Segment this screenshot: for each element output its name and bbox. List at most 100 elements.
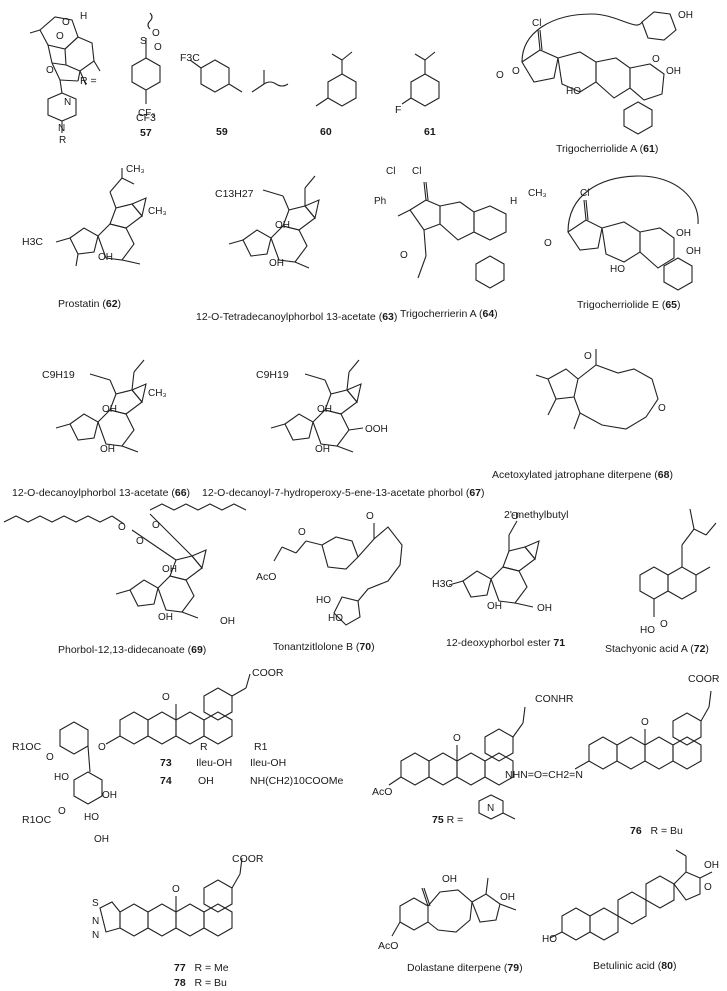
compound-name-67: 12-O-decanoyl-7-hydroperoxy-5-ene-13-ace… <box>202 487 485 499</box>
structure-76: O <box>574 690 712 770</box>
svg-text:O: O <box>172 884 180 895</box>
structure-58 <box>189 59 289 93</box>
coor-label-73: COOR <box>252 667 284 679</box>
svg-text:OH: OH <box>102 790 117 801</box>
svg-text:OOH: OOH <box>365 424 388 435</box>
svg-text:OH: OH <box>158 612 173 623</box>
svg-text:O: O <box>58 806 66 817</box>
r-equals-label: R = <box>80 75 97 87</box>
svg-text:O: O <box>512 66 520 77</box>
svg-text:Cl: Cl <box>386 166 395 177</box>
h3c-label-62: H3C <box>22 236 44 248</box>
svg-text:Cl: Cl <box>580 188 589 199</box>
svg-text:OH: OH <box>162 564 177 575</box>
structure-57: SOO CF₃ <box>131 12 162 119</box>
svg-text:Cl: Cl <box>532 18 541 29</box>
svg-text:OH: OH <box>704 860 719 871</box>
table-row-73-num: 73 <box>160 757 172 769</box>
svg-text:CH₃: CH₃ <box>126 164 145 175</box>
compound-name-68: Acetoxylated jatrophane diterpene (68) <box>492 469 673 481</box>
svg-text:OH: OH <box>676 228 691 239</box>
svg-text:OH: OH <box>537 603 552 614</box>
svg-text:OH: OH <box>500 892 515 903</box>
svg-text:N: N <box>487 803 494 814</box>
conhr-label-75: CONHR <box>535 693 574 705</box>
svg-text:OH: OH <box>94 834 109 845</box>
r-label-76: 76 R = Bu <box>630 825 683 837</box>
svg-text:OH: OH <box>269 258 284 269</box>
svg-text:OH: OH <box>315 444 330 455</box>
compound-name-72: Stachyonic acid A (72) <box>605 643 709 655</box>
table-row-74-r1: NH(CH2)10COOMe <box>250 775 344 787</box>
structure-59 <box>315 51 357 107</box>
structure-80: HO OH O <box>542 849 719 945</box>
svg-text:N: N <box>92 916 99 927</box>
svg-text:O: O <box>400 250 408 261</box>
compound-number-60: 61 <box>424 126 436 138</box>
aco-label-70: AcO <box>256 571 277 583</box>
table-header-r: R <box>200 741 208 753</box>
coor-label-76: COOR <box>688 673 720 685</box>
structure-67: OH OH OOH <box>270 359 388 455</box>
svg-text:HO: HO <box>316 595 331 606</box>
r-label-75: 75 R = <box>432 814 464 826</box>
svg-text:OH: OH <box>678 10 693 21</box>
structure-75: ON <box>388 706 526 820</box>
table-row-73-r: Ileu-OH <box>196 757 233 769</box>
structure-60 <box>401 51 440 107</box>
svg-text:O: O <box>154 42 162 53</box>
svg-text:HO: HO <box>54 772 69 783</box>
table-header-r1: R1 <box>254 741 268 753</box>
svg-text:OH: OH <box>98 252 113 263</box>
svg-text:Cl: Cl <box>412 166 421 177</box>
svg-text:S: S <box>92 898 99 909</box>
h3c-label-71: H3C <box>432 578 454 590</box>
svg-text:OH: OH <box>686 246 701 257</box>
structure-72: HO O <box>639 508 717 636</box>
svg-text:HO: HO <box>640 625 655 636</box>
svg-text:O: O <box>453 733 461 744</box>
compound-name-65: Trigocherriolide E (65) <box>577 299 681 311</box>
svg-text:O: O <box>652 54 660 65</box>
coor-label-77: COOR <box>232 853 264 865</box>
svg-text:HO: HO <box>542 934 557 945</box>
svg-text:O: O <box>118 522 126 533</box>
svg-text:O: O <box>98 742 106 753</box>
aco-label-75: AcO <box>372 786 393 798</box>
svg-text:O: O <box>704 882 712 893</box>
svg-text:CH₃: CH₃ <box>528 188 547 199</box>
compound-name-70: Tonantzitlolone B (70) <box>273 641 375 653</box>
cf3-label-57: CF3 <box>136 112 156 124</box>
compound-name-64: Trigocherrierin A (64) <box>400 308 498 320</box>
svg-text:HO: HO <box>84 812 99 823</box>
svg-text:HO: HO <box>328 613 343 624</box>
r1oc-label-73-top: R1OC <box>12 741 42 753</box>
hydrazone-label-76: NHN=O=CH2=N <box>505 769 583 781</box>
table-row-74-num: 74 <box>160 775 172 787</box>
svg-text:O: O <box>660 619 668 630</box>
table-row-73-r1: Ileu-OH <box>250 757 287 769</box>
r-label-78: 78 R = Bu <box>174 977 227 989</box>
svg-text:OH: OH <box>317 404 332 415</box>
svg-text:H: H <box>80 11 87 22</box>
svg-text:O: O <box>162 692 170 703</box>
svg-text:O: O <box>511 511 519 522</box>
aco-label-79: AcO <box>378 940 399 952</box>
svg-text:O: O <box>62 17 70 28</box>
compound-name-80: Betulinic acid (80) <box>593 960 677 972</box>
f3c-label-58: F3C <box>180 52 200 64</box>
svg-text:O: O <box>544 238 552 249</box>
svg-text:O: O <box>584 351 592 362</box>
svg-text:O: O <box>46 65 54 76</box>
